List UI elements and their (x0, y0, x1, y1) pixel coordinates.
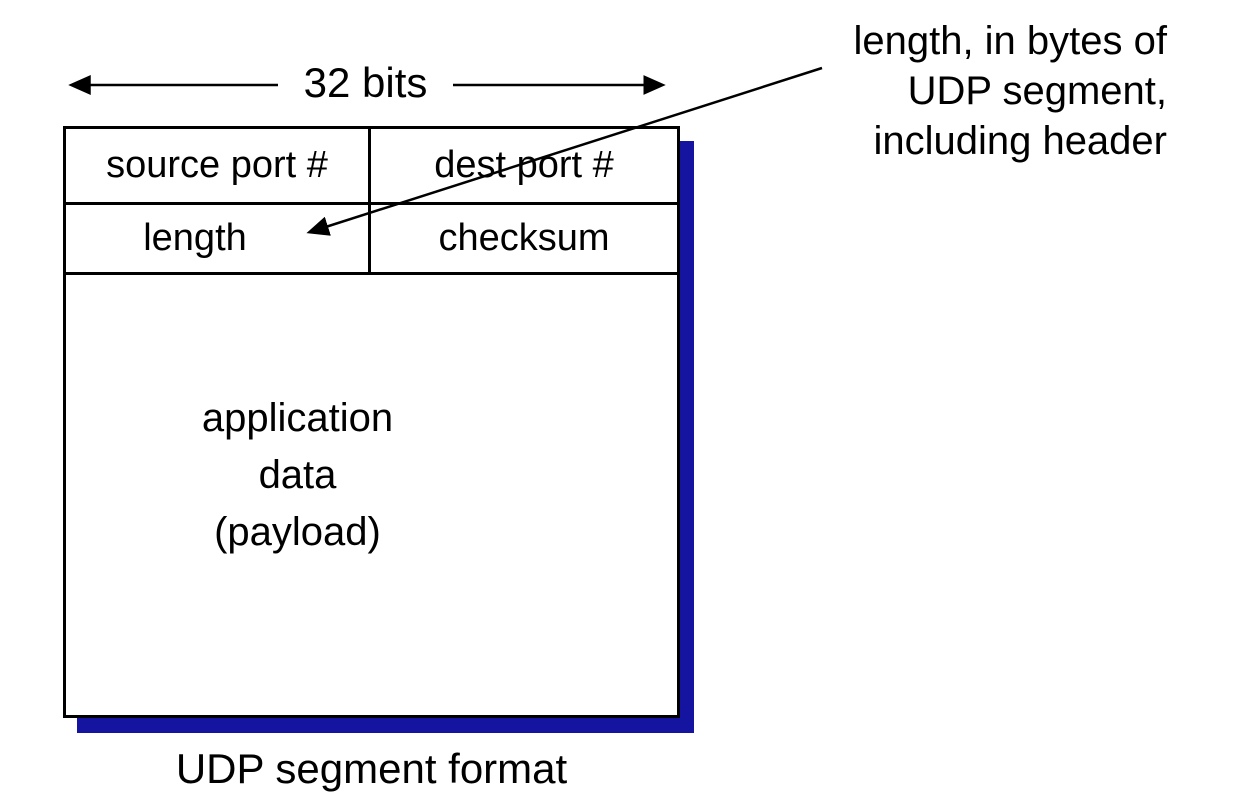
annotation-line: UDP segment, (907, 69, 1167, 113)
payload-area: application data (payload) (66, 275, 677, 715)
payload-label: application data (payload) (202, 390, 393, 561)
width-label: 32 bits (303, 59, 428, 106)
segment-box: source port # dest port # length checksu… (63, 126, 680, 718)
annotation-line: length, in bytes of (853, 19, 1167, 63)
diagram-caption: UDP segment format (175, 745, 568, 792)
payload-line: (payload) (214, 509, 381, 554)
annotation-line: including header (873, 119, 1167, 163)
length-field: length (143, 217, 247, 259)
header-row-1: source port # dest port # (66, 129, 677, 205)
source-port-field: source port # (66, 129, 371, 202)
header-row-2: length checksum (66, 205, 677, 275)
payload-line: data (258, 452, 337, 497)
dest-port-field: dest port # (434, 144, 614, 186)
length-annotation: length, in bytes of UDP segment, includi… (853, 16, 1167, 166)
payload-line: application (201, 395, 394, 440)
checksum-field: checksum (438, 217, 610, 259)
